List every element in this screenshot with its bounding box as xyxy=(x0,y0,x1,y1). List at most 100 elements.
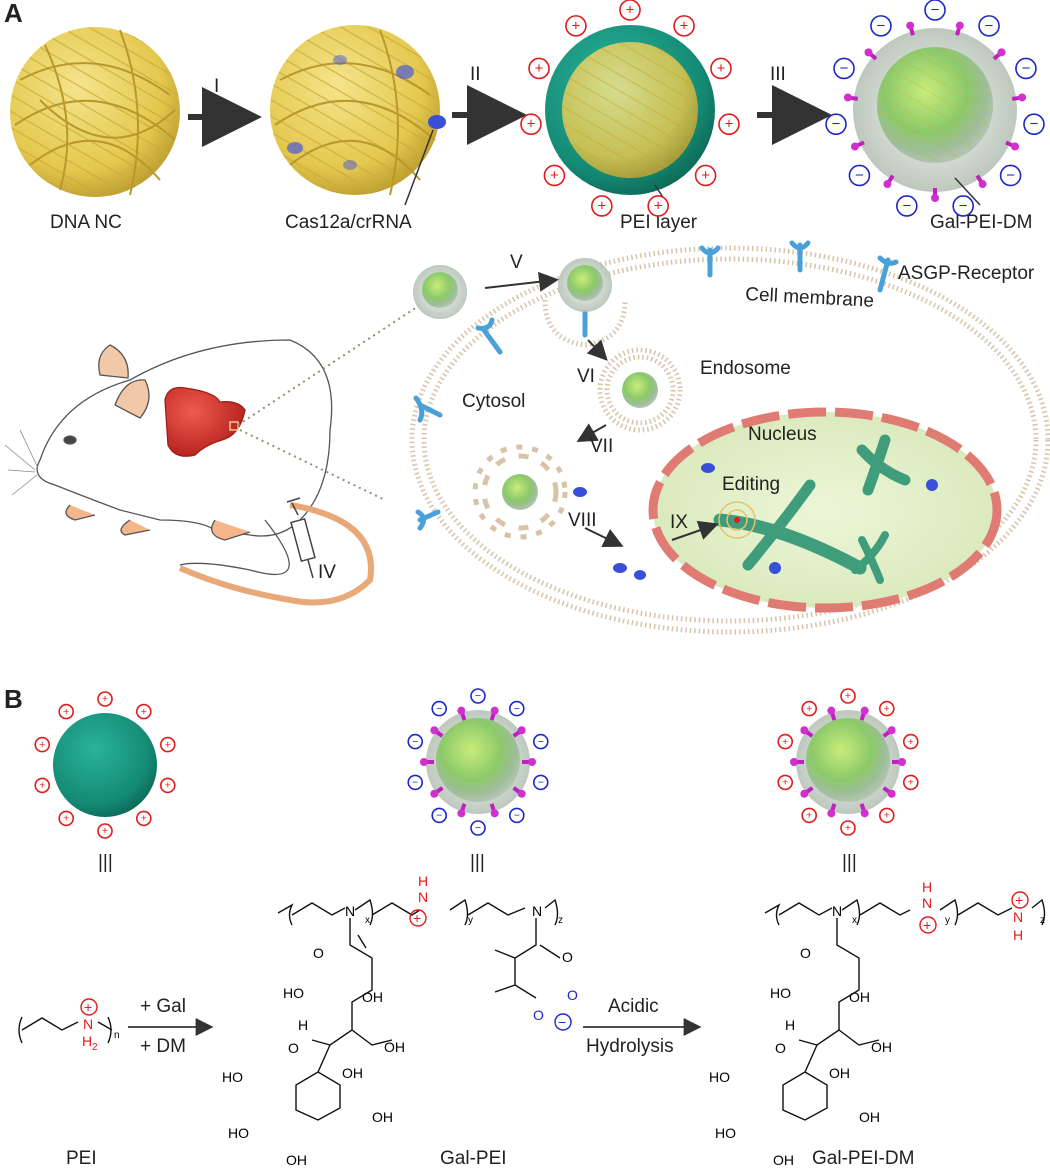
galpei-oh2: OH xyxy=(384,1039,405,1055)
pei-coated-nanoclew xyxy=(545,25,715,195)
charge-minus-circle xyxy=(431,807,448,824)
dm-h: H xyxy=(785,1017,795,1033)
charge-plus: + xyxy=(535,60,544,77)
pei-positive-charges: +++++++++++ xyxy=(520,0,740,217)
galpei-z: z xyxy=(558,915,563,926)
label-dna-nc: DNA NC xyxy=(50,212,122,233)
charge-minus-circle xyxy=(508,807,525,824)
charge-minus: − xyxy=(902,197,911,214)
charge-plus-circle xyxy=(97,691,113,707)
chromosomes xyxy=(713,434,911,584)
arrow-step-7 xyxy=(576,423,607,442)
label-pei-layer: PEI layer xyxy=(620,212,698,233)
label-hydrolysis: Hydrolysis xyxy=(586,1036,674,1057)
dm-n1: N xyxy=(832,903,842,919)
dm-ho2: HO xyxy=(709,1069,730,1085)
charge-plus-circle xyxy=(58,810,75,827)
gal-ligand-head xyxy=(800,789,809,798)
charge-minus-circle xyxy=(952,195,974,217)
charge-plus-circle xyxy=(673,15,695,37)
cas-loaded-nanoclew xyxy=(270,25,446,196)
charge-minus-circle xyxy=(470,688,486,704)
dm-oh2: OH xyxy=(871,1039,892,1055)
syringe-icon xyxy=(286,497,316,579)
charge-plus-circle xyxy=(97,823,113,839)
gal-ligand-head xyxy=(978,180,987,189)
galpei-oh4: OH xyxy=(286,1152,307,1168)
label-editing: Editing xyxy=(722,474,780,495)
gal-pei-dm-nanoclew xyxy=(853,28,1017,192)
charge-minus: − xyxy=(1022,60,1031,77)
step-8-label: VIII xyxy=(568,510,597,531)
charge-plus: + xyxy=(782,777,788,789)
galpei-o2: O xyxy=(288,1040,299,1056)
label-cas: Cas12a/crRNA xyxy=(285,212,412,233)
charge-plus: + xyxy=(165,780,171,792)
charge-minus: − xyxy=(514,703,520,715)
charge-plus-circle xyxy=(135,703,152,720)
galpei-minus: − xyxy=(558,1014,566,1030)
charge-plus: + xyxy=(908,777,914,789)
charge-minus-circle xyxy=(978,15,1000,37)
charge-minus: − xyxy=(475,822,481,834)
asgp-receptors xyxy=(413,240,899,531)
charge-plus-circle xyxy=(520,113,542,136)
mouse-illustration xyxy=(4,339,374,606)
label-acidic: Acidic xyxy=(608,996,659,1017)
charge-plus: + xyxy=(527,116,536,133)
gal-pei-particle xyxy=(426,710,530,814)
galpei-n1: N xyxy=(345,903,355,919)
gal-ligand-head xyxy=(528,758,536,766)
charge-minus: − xyxy=(877,17,886,34)
charge-plus: + xyxy=(845,822,851,834)
charge-plus-circle xyxy=(902,774,919,791)
gal-ligand-head xyxy=(931,194,939,202)
dm-oh5: OH xyxy=(859,1109,880,1125)
charge-plus-circle xyxy=(710,57,732,80)
charge-plus-circle xyxy=(902,733,919,750)
charge-minus-circle xyxy=(848,164,871,187)
gal-ligand-head xyxy=(843,93,852,102)
charge-minus: − xyxy=(538,777,544,789)
pei-n-sub: n xyxy=(114,1030,120,1041)
gal-ligand-head xyxy=(864,48,873,57)
name-gal-pei: Gal-PEI xyxy=(440,1148,507,1169)
pei-h: H xyxy=(82,1033,92,1049)
gal-ligand-head xyxy=(490,809,499,818)
arrow-step-9 xyxy=(671,520,719,541)
gal-pei-dm-particle-charges: ++++++++++ xyxy=(777,688,919,836)
step-7-label: VII xyxy=(590,436,613,457)
charge-plus: + xyxy=(39,780,45,792)
gal-ligand-head xyxy=(790,758,798,766)
label-plus-gal: + Gal xyxy=(140,996,186,1017)
equiv-2: ||| xyxy=(470,852,485,873)
galpei-o1: O xyxy=(313,945,324,961)
dm-o1: O xyxy=(800,945,811,961)
charge-plus-circle xyxy=(34,777,51,794)
label-cell-membrane: Cell membrane xyxy=(745,284,875,312)
charge-minus: − xyxy=(1030,116,1039,133)
charge-plus-circle xyxy=(801,807,818,824)
gal-ligand-head xyxy=(887,726,896,735)
galpei-h: H xyxy=(298,1017,308,1033)
equiv-1: ||| xyxy=(98,852,113,873)
cas-proteins xyxy=(613,463,938,580)
label-endosome: Endosome xyxy=(700,358,791,379)
galpei-ho2: HO xyxy=(222,1069,243,1085)
gal-ligand-head xyxy=(517,789,526,798)
charge-minus-circle xyxy=(532,774,549,791)
galpei-ho1: HO xyxy=(283,985,304,1001)
charge-plus: + xyxy=(908,736,914,748)
dm-oh1: OH xyxy=(849,989,870,1005)
dna-nanoclew xyxy=(10,27,180,197)
name-gal-pei-dm: Gal-PEI-DM xyxy=(812,1148,914,1169)
charge-plus-circle xyxy=(840,688,856,704)
equiv-3: ||| xyxy=(842,852,857,873)
gal-ligand-head xyxy=(898,758,906,766)
charge-minus-circle xyxy=(825,113,847,136)
charge-plus-circle xyxy=(718,113,740,136)
gal-ligand-head xyxy=(430,789,439,798)
charge-minus-circle xyxy=(508,700,525,717)
charge-plus: + xyxy=(654,197,663,214)
